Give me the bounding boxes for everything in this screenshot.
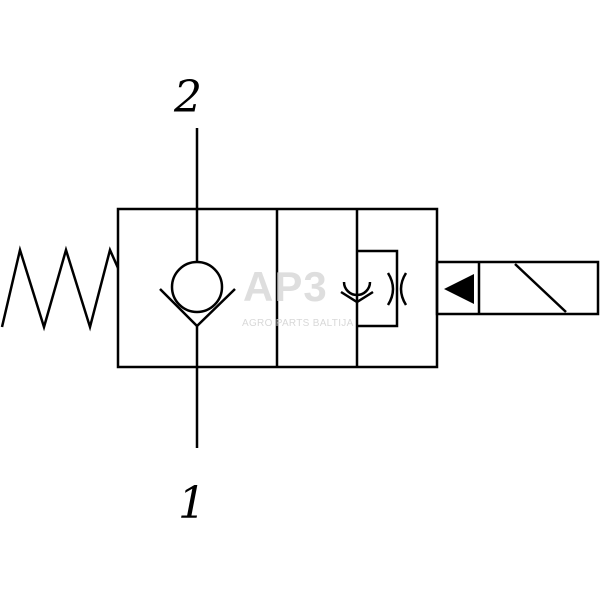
restrictor-arc-right <box>399 272 408 306</box>
small-check-seat <box>340 290 374 304</box>
port-2-label: 2 <box>174 72 202 123</box>
restrictor-arc-left <box>386 272 395 306</box>
bypass-loop <box>357 249 399 328</box>
watermark-subtitle: AGRO PARTS BALTIJA <box>242 318 354 329</box>
small-check-ball <box>342 281 372 297</box>
check-valve-ball <box>170 260 224 314</box>
port-1-label: 1 <box>178 478 206 529</box>
solenoid-housing <box>435 260 600 316</box>
solenoid-coil-slash <box>514 263 567 313</box>
solenoid-arrow <box>444 274 474 304</box>
spring-symbol <box>0 245 120 332</box>
watermark-logo: AP3 <box>243 263 328 310</box>
check-valve-seat <box>159 288 236 328</box>
